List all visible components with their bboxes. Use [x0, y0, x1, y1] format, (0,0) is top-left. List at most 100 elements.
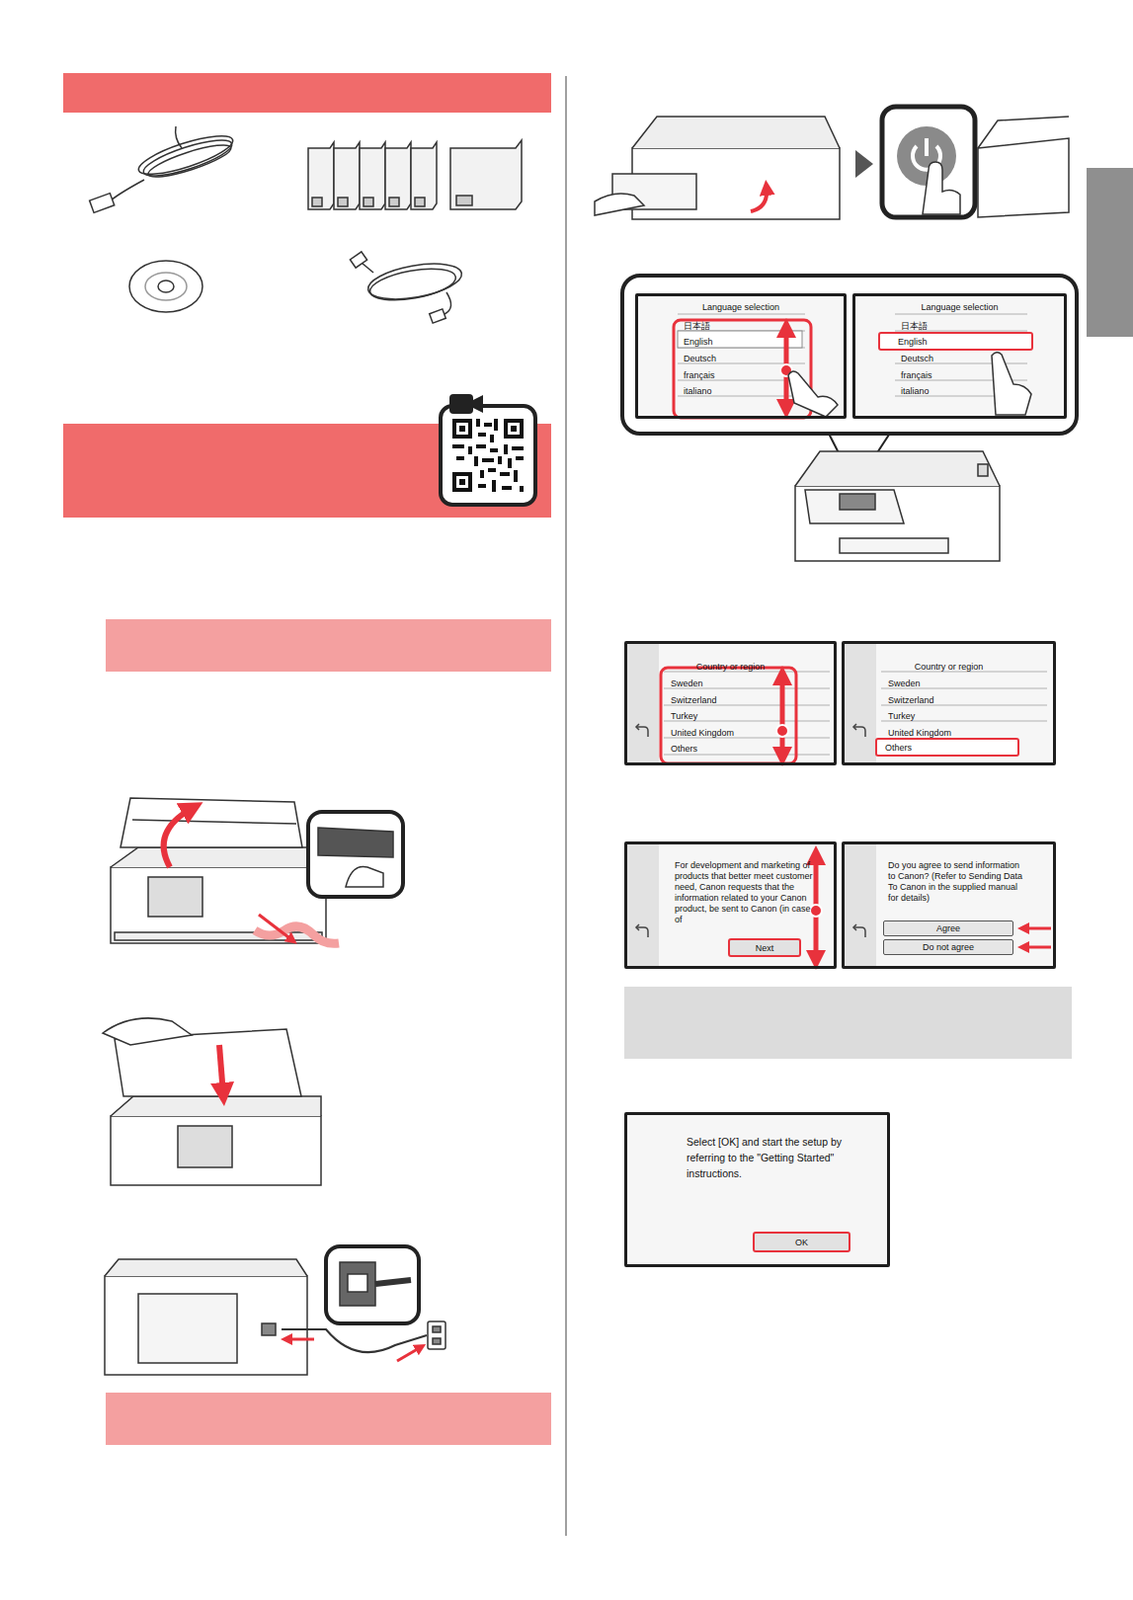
qr-code [503, 418, 524, 439]
screen-title: Country or region [627, 660, 834, 673]
setup-cd [129, 260, 203, 313]
printer-back-illustration [375, 1280, 411, 1285]
qr-code [474, 456, 479, 467]
screen-sidebar [844, 844, 877, 967]
pointing-hand [991, 352, 1032, 415]
list-row-highlight [677, 330, 803, 348]
printer-back-illustration [281, 1329, 427, 1353]
screen-background [624, 1112, 891, 1268]
power-button-closeup [977, 138, 1069, 218]
qr-code [499, 472, 510, 477]
qr-code [503, 444, 508, 455]
ink-cartridges [337, 197, 348, 207]
printer-illustration [805, 489, 904, 524]
back-icon [853, 724, 857, 730]
screen-background [841, 641, 1056, 766]
pointer-arrow [1023, 946, 1052, 950]
printer-back-illustration [261, 1323, 276, 1336]
printer-back-illustration [104, 1276, 308, 1376]
printer-back-illustration [104, 1246, 446, 1376]
screen-text: Switzerland [670, 694, 718, 707]
screen-text: For development and marketing of product… [674, 860, 815, 926]
scroll-gesture [673, 320, 811, 418]
printer-illustration [977, 464, 988, 477]
back-icon [636, 924, 640, 931]
printer-open-illustration [345, 866, 384, 888]
printer-back-illustration [347, 1274, 368, 1293]
column-divider [566, 76, 567, 1537]
side-tab [1086, 167, 1133, 337]
ink-cartridges [385, 142, 411, 210]
power-cord [110, 179, 145, 201]
screen-sidebar [627, 844, 659, 967]
pointing-hand [788, 352, 1032, 417]
power-button-closeup [882, 106, 975, 218]
screen-background [841, 841, 1056, 970]
qr-code [497, 456, 502, 465]
sub-header-bar [105, 1392, 552, 1446]
printer-closing-illustration [102, 1018, 322, 1186]
power-cord [175, 126, 182, 149]
telephone-cable [444, 292, 452, 315]
qr-code [507, 458, 512, 469]
ink-cartridges [308, 140, 522, 210]
printer-open-illustration [318, 827, 394, 858]
screen-text: Others [670, 742, 698, 755]
printer-closing-illustration [110, 1116, 322, 1186]
telephone-cable [429, 309, 447, 324]
screen-text: United Kingdom [670, 727, 734, 739]
lcd-screen: For development and marketing of product… [624, 841, 837, 970]
pointer-arrow [1023, 927, 1052, 931]
printer-illustration [795, 485, 1000, 562]
qr-code [476, 444, 486, 449]
screen-text: italiano [683, 385, 713, 398]
screen-text: Do you agree to send information to Cano… [888, 860, 1029, 904]
screen-background [852, 293, 1067, 419]
screen-text: Others [885, 741, 912, 754]
printer-power-illustration [750, 187, 767, 212]
printer-back-illustration [339, 1262, 376, 1306]
power-button-closeup [882, 106, 1069, 218]
step-arrow [855, 150, 874, 178]
screen-title: Language selection [638, 301, 844, 314]
lcd-screen: Select [OK] and start the setup by refer… [624, 1112, 891, 1268]
printer-back-illustration [397, 1347, 421, 1362]
qr-code [515, 456, 524, 461]
qr-code [489, 434, 494, 443]
lcd-screen: Language selection日本語Deutschfrançaisital… [852, 293, 1067, 419]
screen-button: OK [752, 1231, 851, 1253]
ink-cartridges [363, 197, 374, 207]
printer-illustration [839, 538, 949, 554]
qr-code [487, 468, 496, 473]
screen-text: Sweden [888, 677, 921, 690]
printer-illustration [795, 451, 1000, 562]
note-box [624, 986, 1072, 1059]
qr-code [478, 484, 486, 488]
printer-open-illustration [163, 808, 193, 868]
printer-back-illustration [427, 1321, 446, 1350]
qr-code [476, 418, 481, 427]
qr-code [511, 446, 524, 451]
ink-cartridges [389, 197, 400, 207]
ink-cartridges [308, 142, 334, 210]
screen-background [635, 293, 847, 419]
qr-code [468, 446, 473, 455]
printer-power-illustration [632, 116, 840, 149]
qr-code [456, 456, 465, 461]
printer-open-illustration [132, 819, 297, 824]
telephone-cable [367, 263, 459, 307]
option-button: Do not agree [883, 939, 1014, 956]
back-icon [636, 724, 640, 730]
telephone-cable [349, 251, 465, 324]
qr-code [510, 425, 517, 432]
setup-cd [129, 260, 203, 313]
printer-back-illustration [104, 1259, 308, 1277]
qr-code [480, 470, 485, 479]
lcd-screen: Country or regionSwedenSwitzerlandTurkey… [841, 641, 1056, 766]
setup-cd [158, 280, 174, 293]
column-divider [565, 76, 567, 1537]
screen-text: 日本語 [900, 320, 928, 332]
scroll-gesture [776, 725, 789, 737]
